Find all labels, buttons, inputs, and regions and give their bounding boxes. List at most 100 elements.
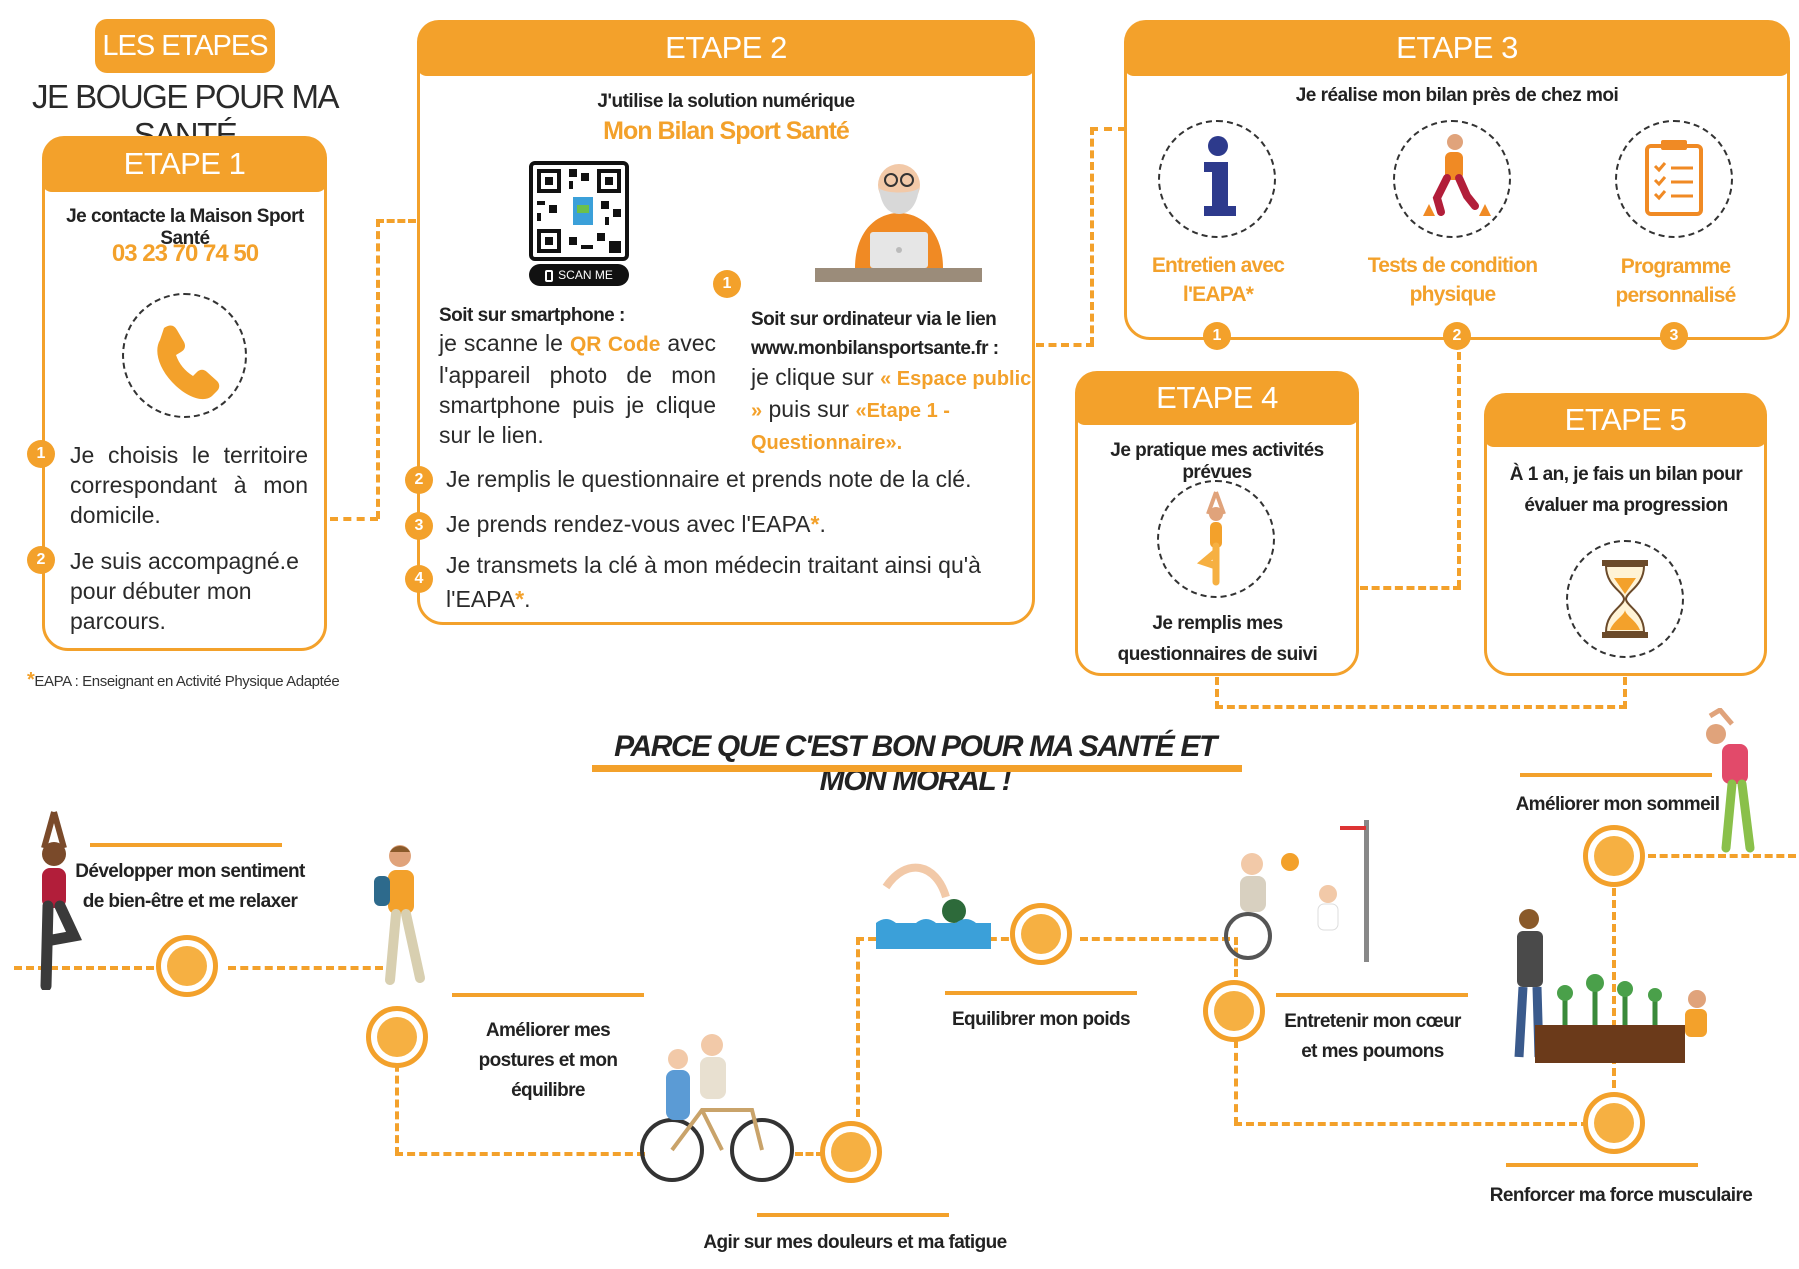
path xyxy=(1234,1122,1589,1126)
header-badge: LES ETAPES xyxy=(95,19,275,73)
path xyxy=(1234,1040,1238,1125)
qr-code-link[interactable]: QR Code xyxy=(569,333,661,356)
etape2-title: ETAPE 2 xyxy=(417,20,1035,76)
connector xyxy=(1623,677,1627,709)
benefit-bar xyxy=(1506,1163,1698,1167)
slogan: PARCE QUE C'EST BON POUR MA SANTÉ ET MON… xyxy=(614,730,1217,797)
etape3-item-2: Tests de condition physique xyxy=(1367,254,1538,306)
benefit-bar xyxy=(1520,773,1712,777)
hourglass-icon xyxy=(1602,560,1648,638)
yoga-woman-illustration xyxy=(14,808,94,992)
slogan-underline xyxy=(592,765,1242,772)
connector xyxy=(330,517,378,521)
info-icon-circle xyxy=(1158,120,1276,238)
wheelchair-basketball-illustration xyxy=(1212,820,1372,962)
etape2-num-3: 3 xyxy=(405,512,433,540)
computer-text-a: je clique sur xyxy=(751,364,881,390)
etape1-contact: Je contacte la Maison Sport Santé xyxy=(66,206,304,249)
etape4-bottom: Je remplis mes questionnaires de suivi xyxy=(1117,613,1318,665)
computer-title: Soit sur ordinateur via le lien www.monb… xyxy=(751,309,999,359)
etape3-item-3: Programme personnalisé xyxy=(1615,255,1737,307)
swimmer-illustration xyxy=(876,857,991,952)
etape2-num-4: 4 xyxy=(405,565,433,593)
connector xyxy=(376,219,380,519)
benefit-ring xyxy=(820,1121,882,1183)
program-icon-circle xyxy=(1615,120,1733,238)
etape1-title: ETAPE 1 xyxy=(42,136,327,192)
smartphone-title: Soit sur smartphone : xyxy=(439,305,625,326)
etape2-num-2: 2 xyxy=(405,466,433,494)
path xyxy=(395,1040,399,1155)
walking-woman-icon xyxy=(1423,134,1491,216)
cycling-couple-illustration xyxy=(640,1025,795,1190)
benefit-ring xyxy=(1203,980,1265,1042)
path xyxy=(1234,937,1238,977)
computer-text: je clique sur « Espace public » puis sur… xyxy=(751,362,1036,458)
gardening-illustration xyxy=(1505,905,1727,1083)
benefit-bar xyxy=(1276,993,1468,997)
benefit-ring xyxy=(1583,1092,1645,1154)
espace-public-link[interactable]: « Espace public » xyxy=(751,368,1032,422)
benefit-posture: Améliorer mes postures et mon équilibre xyxy=(478,1020,618,1101)
connector xyxy=(1090,127,1126,131)
connector xyxy=(1036,343,1094,347)
benefit-bar xyxy=(757,1213,949,1217)
etape2-intro: J'utilise la solution numérique xyxy=(597,91,855,112)
etape1-questionnaire-link[interactable]: «Etape 1 - Questionnaire». xyxy=(751,400,950,454)
benefit-sleep: Améliorer mon sommeil xyxy=(1515,794,1720,815)
footnote-star: * xyxy=(27,669,35,691)
footnote-text: EAPA : Enseignant en Activité Physique A… xyxy=(34,673,340,690)
computer-num: 1 xyxy=(713,270,741,298)
path xyxy=(395,1152,645,1156)
benefit-heart: Entretenir mon cœur et mes poumons xyxy=(1284,1011,1461,1062)
connector xyxy=(376,219,416,223)
etape3-num-3: 3 xyxy=(1660,322,1688,350)
etape3-num-2: 2 xyxy=(1443,322,1471,350)
etape1-phone[interactable]: 03 23 70 74 50 xyxy=(111,240,259,267)
benefit-ring xyxy=(366,1006,428,1068)
benefit-wellbeing: Développer mon sentiment de bien-être et… xyxy=(75,861,305,912)
etape2-step-3-end: . xyxy=(819,511,826,537)
fitness-test-icon-circle xyxy=(1393,120,1511,238)
qr-code-icon xyxy=(537,169,621,253)
qr-code[interactable] xyxy=(529,161,629,261)
benefit-weight: Equilibrer mon poids xyxy=(951,1009,1131,1030)
scan-me-label: SCAN ME xyxy=(558,268,613,282)
etape2-step-3: Je prends rendez-vous avec l'EAPA*. xyxy=(446,509,1026,539)
etape2-card xyxy=(417,20,1035,625)
computer-text-b: puis sur xyxy=(762,396,856,422)
connector xyxy=(1360,586,1461,590)
etape3-intro: Je réalise mon bilan près de chez moi xyxy=(1295,85,1619,106)
etape3-title: ETAPE 3 xyxy=(1124,20,1790,76)
etape4-title: ETAPE 4 xyxy=(1075,371,1359,425)
path xyxy=(1080,937,1230,941)
yoga-icon-circle xyxy=(1157,480,1275,598)
path xyxy=(1612,888,1616,1088)
hourglass-icon-circle xyxy=(1566,540,1684,658)
page-title: JE BOUGE POUR MA SANTÉ xyxy=(31,78,340,153)
etape2-step-3-text: Je prends rendez-vous avec l'EAPA xyxy=(446,511,811,537)
etape1-num-2: 2 xyxy=(27,546,55,574)
smartphone-text-a: je scanne le xyxy=(439,330,570,356)
scan-me-button[interactable]: SCAN ME xyxy=(529,264,629,286)
phone-icon-circle xyxy=(122,293,247,418)
phone-small-icon xyxy=(545,269,554,282)
etape1-num-1: 1 xyxy=(27,440,55,468)
benefit-bar xyxy=(945,991,1137,995)
connector xyxy=(1090,127,1094,345)
etape1-card xyxy=(42,136,327,651)
benefit-bar xyxy=(90,843,282,847)
benefit-muscle: Renforcer ma force musculaire xyxy=(1489,1185,1753,1206)
etape3-item-1: Entretien avec l'EAPA* xyxy=(1151,254,1285,306)
path xyxy=(856,937,860,1117)
hiker-illustration xyxy=(360,842,430,987)
etape2-step-4: Je transmets la clé à mon médecin traita… xyxy=(446,548,1026,616)
man-laptop-illustration xyxy=(815,150,982,285)
clipboard-icon xyxy=(1645,140,1703,216)
info-icon xyxy=(1204,136,1236,216)
smartphone-text-b: avec l'appareil photo de mon smartphone … xyxy=(439,330,717,448)
etape3-num-1: 1 xyxy=(1203,322,1231,350)
etape2-step-4-star: * xyxy=(515,586,525,612)
etape2-step-3-star: * xyxy=(810,511,820,537)
connector xyxy=(1215,677,1219,709)
